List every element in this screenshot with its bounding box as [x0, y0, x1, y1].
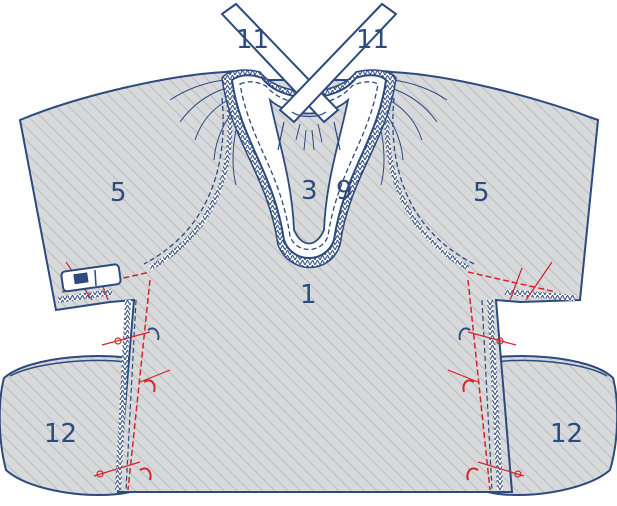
label-tie-left: 11: [236, 25, 269, 55]
label-sleeve-left: 5: [110, 178, 127, 208]
label-pocket-right: 12: [550, 419, 583, 449]
label-front-body: 1: [300, 280, 317, 310]
label-placket-facing: 3: [301, 176, 318, 206]
label-sleeve-right: 5: [473, 178, 490, 208]
label-pocket-left: 12: [44, 419, 77, 449]
label-tie-right: 11: [356, 25, 389, 55]
label-neck-insert: 9: [336, 176, 353, 206]
